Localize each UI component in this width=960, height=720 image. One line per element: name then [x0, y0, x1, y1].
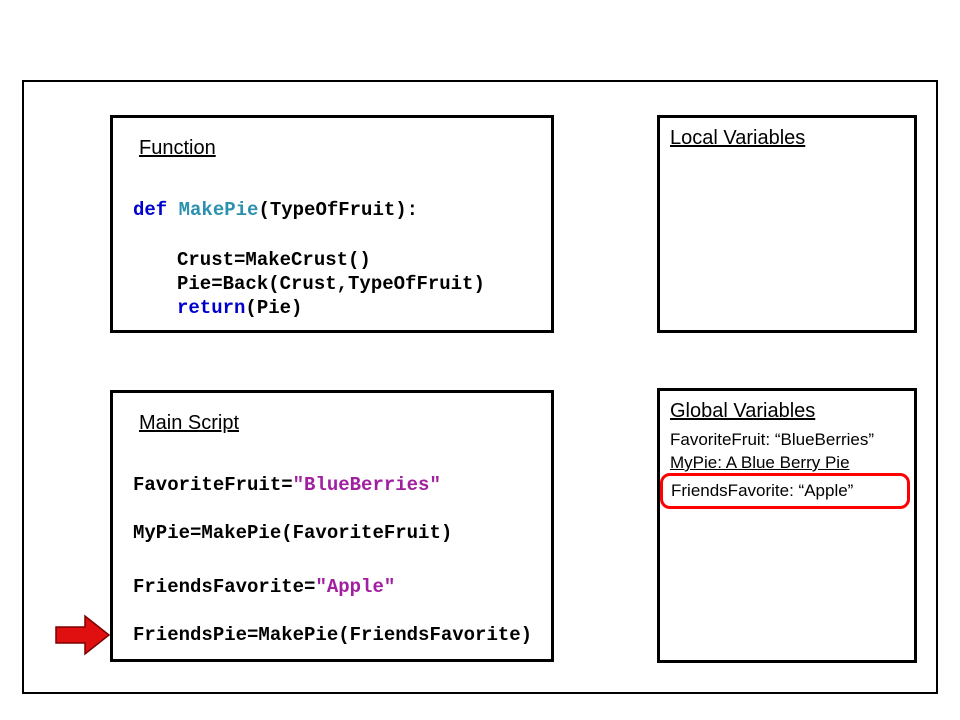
red-highlight-box: FriendsFavorite: “Apple”	[660, 473, 910, 509]
code-text-return-arg: (Pie)	[245, 297, 303, 319]
global-variables-box: Global Variables FavoriteFruit: “BlueBer…	[657, 388, 917, 663]
keyword-return: return	[177, 297, 246, 319]
function-box-title: Function	[139, 137, 216, 159]
code-line-def-makepie: def MakePie(TypeOfFruit):	[133, 198, 418, 222]
code-line-crust: Crust=MakeCrust()	[177, 249, 371, 271]
main-script-box: Main Script FavoriteFruit="BlueBerries" …	[110, 390, 554, 662]
global-var-friendsfavorite: FriendsFavorite: “Apple”	[671, 481, 854, 500]
global-var-favoritefruit: FavoriteFruit: “BlueBerries”	[670, 430, 875, 449]
string-blueberries: "BlueBerries"	[292, 474, 441, 496]
function-box: Function def MakePie(TypeOfFruit): Crust…	[110, 115, 554, 333]
code-line-friendspie: FriendsPie=MakePie(FriendsFavorite)	[133, 624, 533, 646]
code-line-pie: Pie=Back(Crust,TypeOfFruit)	[177, 273, 485, 295]
code-line-favoritefruit: FavoriteFruit="BlueBerries"	[133, 473, 441, 497]
code-line-mypie: MyPie=MakePie(FavoriteFruit)	[133, 522, 453, 544]
local-variables-title: Local Variables	[670, 127, 806, 149]
red-arrow-icon	[55, 614, 111, 656]
string-apple: "Apple"	[315, 576, 396, 598]
local-variables-box: Local Variables	[657, 115, 917, 333]
code-text-friendsfavorite: FriendsFavorite=	[133, 576, 316, 598]
code-line-return: return(Pie)	[177, 296, 302, 320]
code-text-favoritefruit: FavoriteFruit=	[133, 474, 293, 496]
global-var-mypie: MyPie: A Blue Berry Pie	[670, 453, 850, 472]
code-text-params: (TypeOfFruit):	[258, 199, 419, 221]
global-variables-title: Global Variables	[670, 400, 816, 422]
red-arrow-shape	[55, 614, 111, 656]
keyword-def: def	[133, 199, 179, 221]
code-line-friendsfavorite: FriendsFavorite="Apple"	[133, 575, 395, 599]
function-name-makepie: MakePie	[178, 199, 259, 221]
main-script-title: Main Script	[139, 412, 240, 434]
